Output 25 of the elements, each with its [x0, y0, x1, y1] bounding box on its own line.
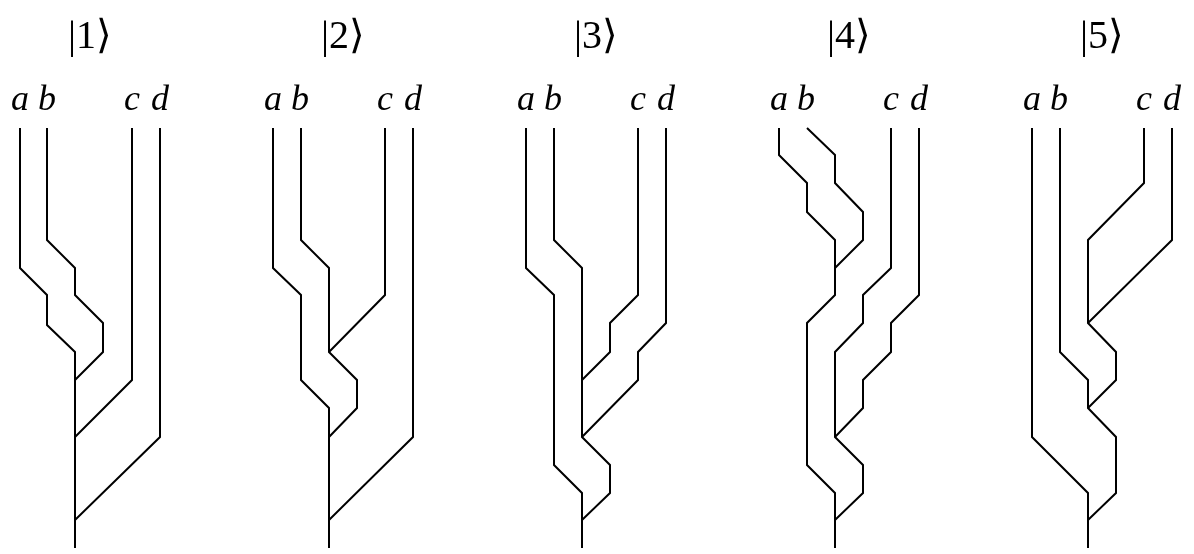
wire-label: c: [124, 80, 140, 116]
wire-label: c: [1136, 80, 1152, 116]
wire-label: c: [377, 80, 393, 116]
wire-label: b: [1050, 80, 1068, 116]
wire-label: a: [517, 80, 535, 116]
wire-label: a: [770, 80, 788, 116]
wire-label: c: [883, 80, 899, 116]
wire-label: d: [1163, 80, 1181, 116]
wire-label: a: [11, 80, 29, 116]
wire-label: d: [151, 80, 169, 116]
wire-label: a: [264, 80, 282, 116]
wire-label: b: [291, 80, 309, 116]
wire-label: b: [544, 80, 562, 116]
wire-label: d: [404, 80, 422, 116]
state-label: |3⟩: [574, 15, 618, 55]
state-label: |2⟩: [321, 15, 365, 55]
wire-label: b: [38, 80, 56, 116]
wire-label: d: [910, 80, 928, 116]
wire-label: b: [797, 80, 815, 116]
wire-label: d: [657, 80, 675, 116]
state-label: |4⟩: [827, 15, 871, 55]
wire-label: c: [630, 80, 646, 116]
state-label: |5⟩: [1080, 15, 1124, 55]
state-label: |1⟩: [68, 15, 112, 55]
wire-label: a: [1023, 80, 1041, 116]
